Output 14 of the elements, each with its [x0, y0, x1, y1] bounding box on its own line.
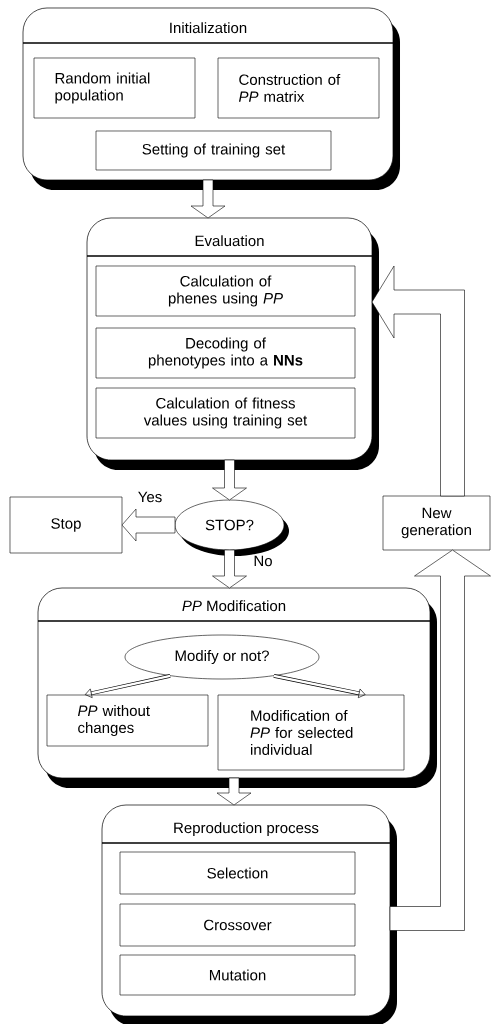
- process-box: Calculation of fitness values using training set: [95, 387, 356, 439]
- block-arrow: [212, 549, 247, 589]
- edge-label: Yes: [136, 490, 164, 504]
- process-box: Decoding of phenotypes into a NNs: [95, 327, 356, 379]
- block-arrow: [121, 508, 176, 542]
- block-arrow: [371, 265, 465, 497]
- process-box: Stop: [9, 496, 123, 554]
- block-arrow: [190, 179, 226, 219]
- block-arrow: [212, 459, 247, 501]
- panel-title: Evaluation: [195, 235, 264, 247]
- process-box: New generation: [382, 495, 491, 551]
- edge-label: No: [252, 554, 274, 568]
- block-arrow: [389, 549, 491, 931]
- process-box: Calculation of phenes using PP: [95, 265, 356, 317]
